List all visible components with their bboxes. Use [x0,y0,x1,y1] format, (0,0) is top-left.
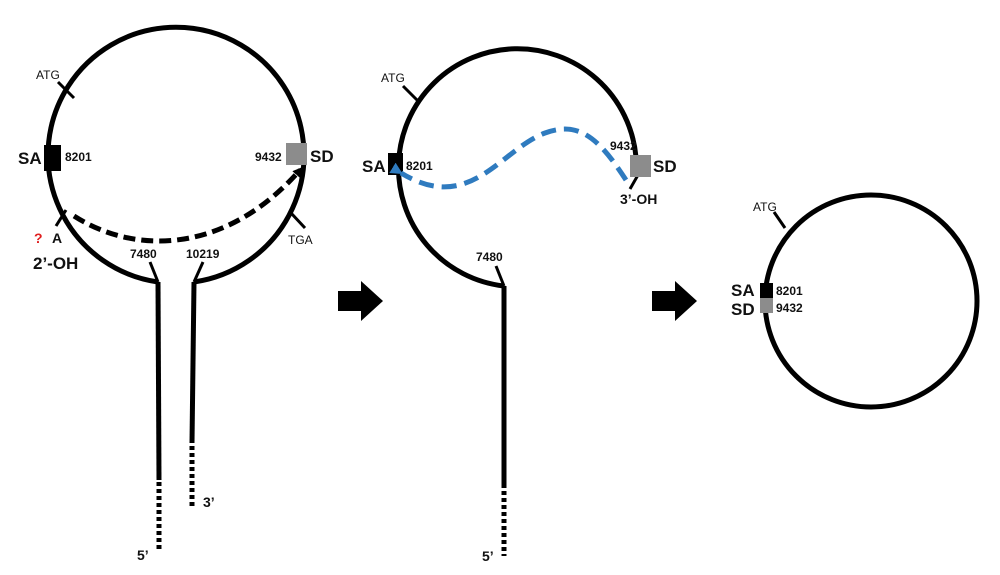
panel1-atg-label: ATG [36,68,60,82]
panel1-tick-10219 [192,261,205,283]
panel2-sd-box [630,155,651,177]
panel3-sa-position: 8201 [776,284,803,298]
panel3-sd-box [760,298,773,313]
panel1-position-7480: 7480 [130,247,157,261]
panel3-sd-position: 9432 [776,301,803,315]
panel1-sa-label: SA [18,149,42,168]
panel2-sa-label: SA [362,157,386,176]
panel2-sa-box [388,153,403,175]
panel2-sd-label: SD [653,157,677,176]
panel2-tick-7480 [494,265,506,287]
panel1-sd-box [286,143,307,165]
panel1-3prime-end: 3’ [203,494,215,510]
panel1-sa-position: 8201 [65,150,92,164]
panel1-atg-tick [56,80,76,100]
panel1-branch-oh: 2’-OH [33,254,78,273]
right-arrow-icon [338,281,383,321]
panel3-sa-box [760,283,773,298]
panel1-position-10219: 10219 [186,247,220,261]
panel1-stem-5prime [155,281,162,481]
panel3-atg-tick [772,211,787,229]
panel2-atg-tick [401,84,420,103]
panel-3-circular-rna: ATG SA 8201 SD 9432 [731,192,980,410]
panel1-stem-3prime [189,281,197,444]
panel2-circle [396,46,639,289]
panel1-5prime-end: 5’ [137,547,149,563]
panel2-oh-tick [628,174,640,190]
panel-2-intermediate: ATG SA 8201 9432 SD 3’-OH 7480 5’ [362,46,677,564]
panel3-sd-label: SD [731,300,755,319]
panel1-sa-box [44,145,61,171]
panel2-5prime-end: 5’ [482,548,494,564]
panel2-atg-label: ATG [381,71,405,85]
panel1-branch-arrow [72,166,303,244]
panel2-position-7480: 7480 [476,250,503,264]
panel2-sd-position: 9432 [610,139,637,153]
panel3-atg-label: ATG [753,200,777,214]
panel1-tga-tick [289,211,307,230]
panel1-sd-position: 9432 [255,150,282,164]
panel1-tga-label: TGA [288,233,313,247]
panel1-sd-label: SD [310,147,334,166]
panel1-tick-7480 [148,261,160,283]
panel2-sa-position: 8201 [406,159,433,173]
panel1-branch-tick [54,209,68,227]
right-arrow-icon [652,281,697,321]
panel1-branch-base: A [52,230,62,246]
panel2-ligation-arrow [389,126,629,190]
panel2-oh-label: 3’-OH [620,191,657,207]
panel-1-lariat-precursor: ATG SA 8201 9432 SD TGA ? A 2’-OH 7480 1… [18,24,334,563]
panel3-sa-label: SA [731,281,755,300]
panel1-question-mark: ? [34,230,43,246]
